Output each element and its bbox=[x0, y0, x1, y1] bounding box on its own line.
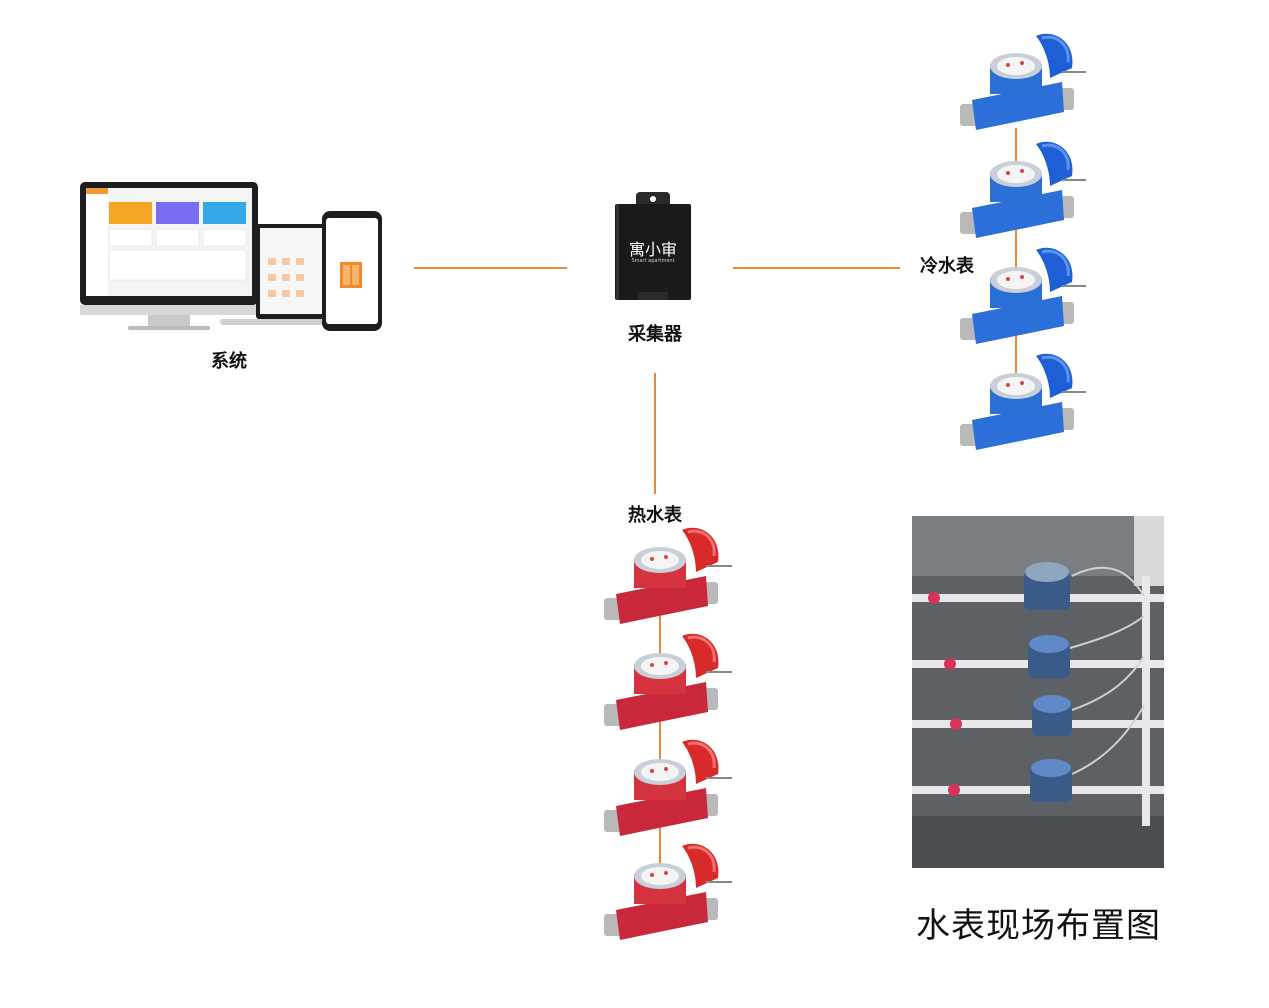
cold-meter-label: 冷水表 bbox=[920, 256, 974, 277]
hot-meter-label: 热水表 bbox=[628, 505, 682, 526]
system-label: 系统 bbox=[211, 351, 247, 372]
collector-device: 寓小审 Smart apartment bbox=[612, 190, 694, 304]
hot-meter-stack bbox=[602, 526, 734, 946]
site-photo-caption: 水表现场布置图 bbox=[916, 906, 1161, 946]
desktop-monitor-icon bbox=[80, 182, 258, 330]
collector-label: 采集器 bbox=[628, 324, 682, 345]
phone-icon bbox=[322, 211, 382, 331]
collector-brand: 寓小审 bbox=[628, 240, 677, 259]
collector-brand-sub: Smart apartment bbox=[631, 258, 675, 264]
cold-meter-stack bbox=[958, 32, 1088, 452]
laptop-icon bbox=[220, 224, 348, 325]
system-devices bbox=[78, 180, 388, 340]
site-photo bbox=[912, 516, 1164, 868]
collector-box-icon bbox=[615, 192, 691, 300]
